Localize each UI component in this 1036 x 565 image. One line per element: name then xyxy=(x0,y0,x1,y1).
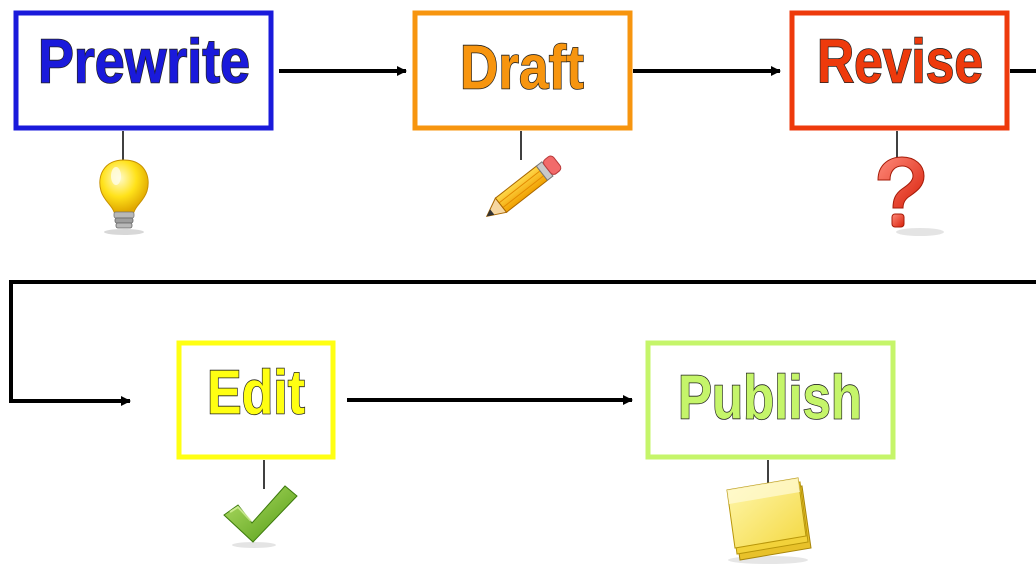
stage-label-edit: Edit xyxy=(207,358,305,427)
stage-box-revise xyxy=(789,10,1010,131)
stage-draft: Draft xyxy=(412,10,633,218)
pencil-icon xyxy=(485,155,562,218)
stage-revise: Revise xyxy=(789,10,1010,236)
stage-label-publish: Publish xyxy=(678,363,862,432)
stage-box-publish xyxy=(645,340,896,460)
connectors xyxy=(9,66,1036,406)
sticky-notes-icon xyxy=(726,477,812,564)
stage-box-edit xyxy=(176,340,336,460)
question-mark-icon xyxy=(877,156,944,236)
connector-wrap-to-edit xyxy=(9,280,1036,406)
stage-box-prewrite xyxy=(13,10,274,131)
stage-label-prewrite: Prewrite xyxy=(38,27,250,96)
stage-prewrite: Prewrite xyxy=(13,10,274,235)
stage-publish: Publish xyxy=(645,340,896,564)
stage-box-draft xyxy=(412,10,633,131)
lightbulb-icon xyxy=(99,159,149,235)
checkmark-icon xyxy=(223,485,298,548)
stage-label-revise: Revise xyxy=(817,27,983,96)
stage-edit: Edit xyxy=(176,340,336,548)
stage-label-draft: Draft xyxy=(460,33,584,102)
